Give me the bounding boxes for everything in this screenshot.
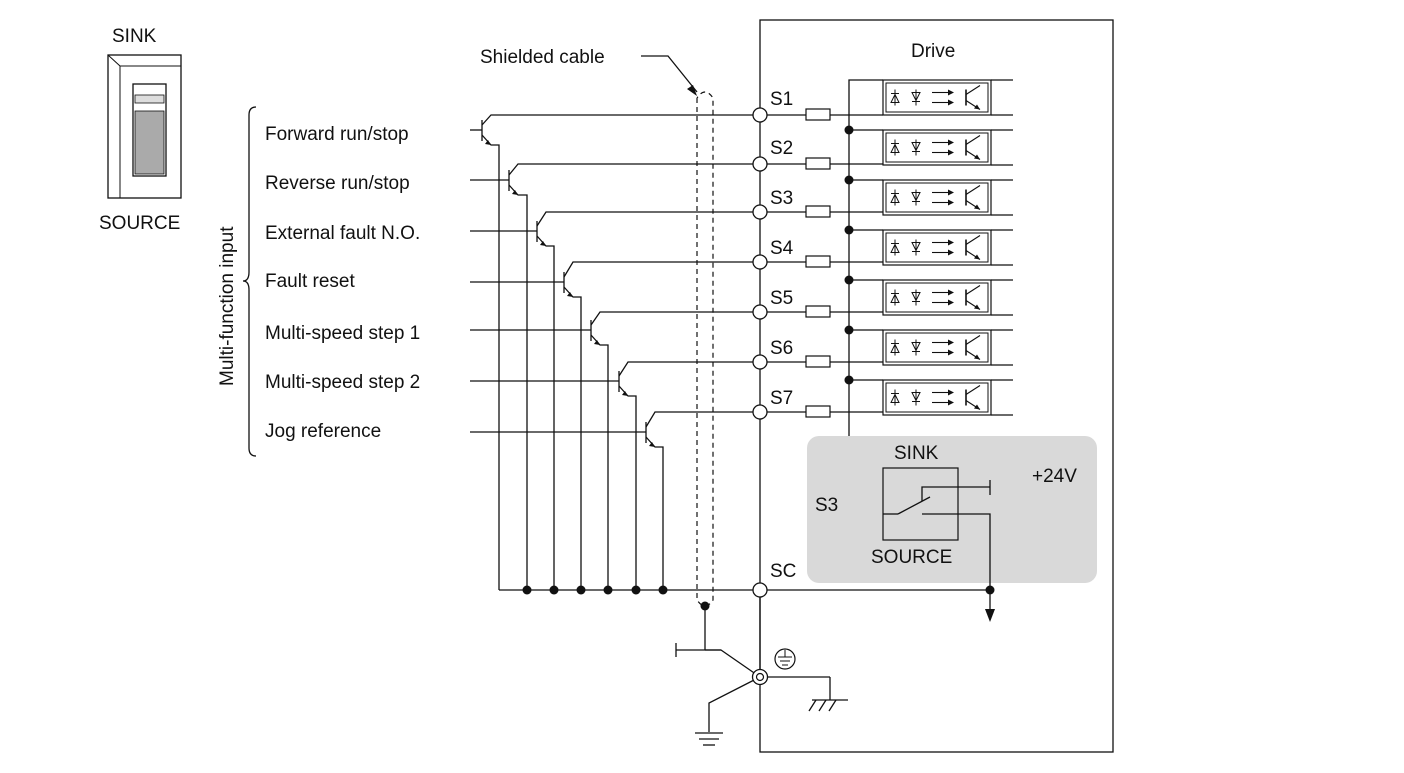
transistor-wiring xyxy=(470,114,760,595)
terminal-circles xyxy=(752,107,768,598)
input-label-external-fault: External fault N.O. xyxy=(265,223,420,244)
selector-source-label: SOURCE xyxy=(871,547,952,568)
transistor-icon xyxy=(470,361,760,590)
input-resistors xyxy=(760,108,883,418)
terminal-label-s4: S4 xyxy=(770,238,794,259)
transistor-icon xyxy=(470,261,760,590)
ground-icon xyxy=(695,732,723,746)
group-label: Multi-function input xyxy=(217,226,238,386)
transistor-icon xyxy=(470,211,760,590)
input-label-multi-speed-2: Multi-speed step 2 xyxy=(265,372,420,393)
terminal-label-s7: S7 xyxy=(770,388,793,409)
sink-source-selector-panel xyxy=(807,436,1097,583)
input-label-multi-speed-1: Multi-speed step 1 xyxy=(265,323,420,344)
arrow-head-icon xyxy=(687,85,697,96)
sink-source-switch-icon xyxy=(107,54,182,199)
terminal-label-s5: S5 xyxy=(770,288,793,309)
group-brace xyxy=(242,106,257,457)
transistor-icon xyxy=(470,311,760,590)
input-label-reverse-run: Reverse run/stop xyxy=(265,173,410,194)
drive-label: Drive xyxy=(911,41,955,62)
selector-switch-icon xyxy=(882,467,991,590)
photocoupler-icon xyxy=(882,229,1013,266)
photocoupler-icon xyxy=(882,329,1013,366)
input-label-fault-reset: Fault reset xyxy=(265,271,355,292)
transistor-icon xyxy=(470,114,760,590)
switch-sink-label: SINK xyxy=(112,26,157,47)
input-label-jog: Jog reference xyxy=(265,421,381,442)
transistor-icon xyxy=(470,411,760,590)
terminal-label-s6: S6 xyxy=(770,338,793,359)
shielded-cable-pointer xyxy=(641,55,698,93)
shielded-cable xyxy=(696,91,714,650)
drive-frame xyxy=(759,19,1114,753)
protective-earth-icon xyxy=(774,648,796,670)
selector-voltage-label: +24V xyxy=(1032,466,1077,487)
grounding xyxy=(675,643,848,746)
terminal-label-s1: S1 xyxy=(770,89,793,110)
frame-ground-icon xyxy=(808,699,848,712)
photocoupler-icon xyxy=(882,279,1013,316)
selector-sink-label: SINK xyxy=(894,443,939,464)
photocoupler-icon xyxy=(882,179,1013,216)
selector-terminal-label: S3 xyxy=(815,495,838,516)
terminal-label-s2: S2 xyxy=(770,138,793,159)
terminal-label-sc: SC xyxy=(770,561,796,582)
switch-source-label: SOURCE xyxy=(99,213,180,234)
photocoupler-icon xyxy=(882,79,1013,116)
terminal-label-s3: S3 xyxy=(770,188,793,209)
photocoupler-array xyxy=(882,79,1013,416)
photocoupler-icon xyxy=(882,129,1013,166)
input-label-forward-run: Forward run/stop xyxy=(265,124,409,145)
transistor-icon xyxy=(470,163,760,590)
photocoupler-icon xyxy=(882,379,1013,416)
arrow-down-icon xyxy=(985,609,995,622)
shielded-cable-label: Shielded cable xyxy=(480,47,605,68)
